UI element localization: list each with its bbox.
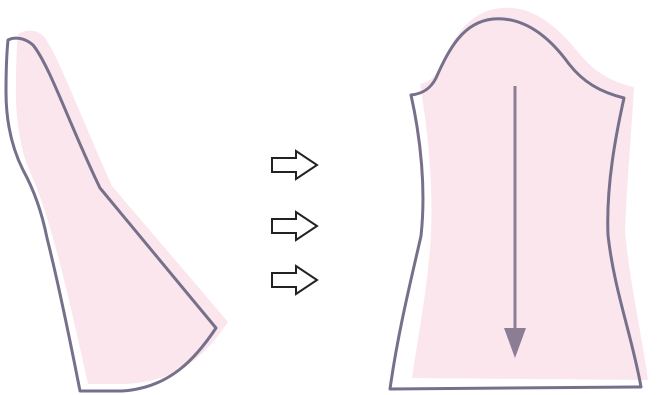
right-outline-arrow-icon xyxy=(272,151,317,179)
half-sleeve-pattern-piece xyxy=(6,31,228,391)
right-outline-arrow-icon xyxy=(272,212,317,240)
half-sleeve-fill xyxy=(16,31,228,384)
step-arrows xyxy=(272,151,317,294)
full-sleeve-fill xyxy=(412,8,648,380)
right-outline-arrow-icon xyxy=(272,266,317,294)
